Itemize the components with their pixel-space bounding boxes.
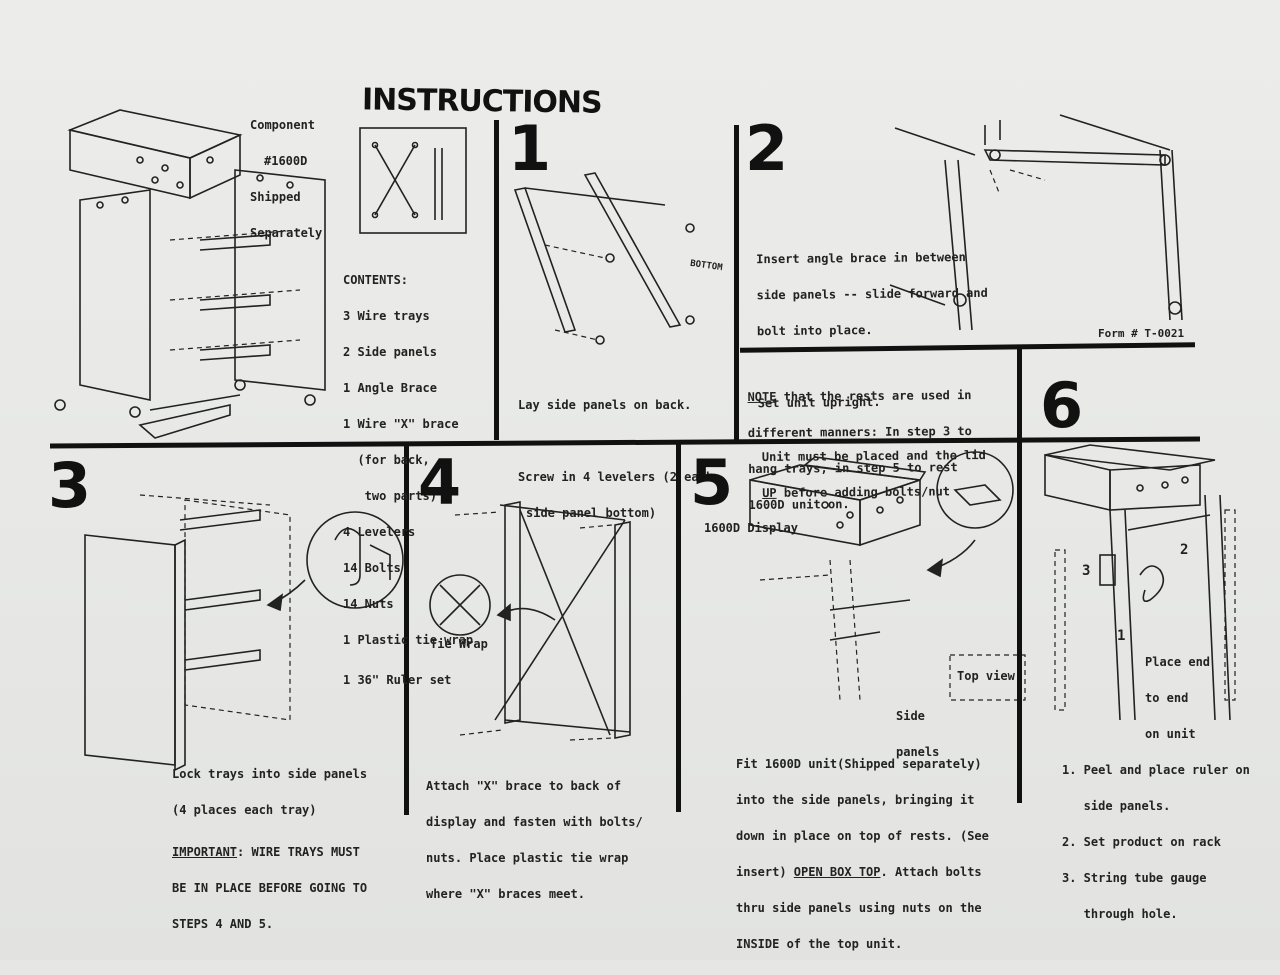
open-box-top: OPEN BOX TOP xyxy=(794,865,881,879)
display-label: 1600D Display xyxy=(704,522,798,534)
step-3-important: IMPORTANT: WIRE TRAYS MUST xyxy=(172,846,367,858)
step-6-callout-2: 2 xyxy=(1180,544,1188,556)
important-line: : WIRE TRAYS MUST xyxy=(237,845,360,859)
step-5-line: Fit 1600D unit(Shipped separately) xyxy=(736,758,989,770)
callout-line: #1600D xyxy=(250,155,322,167)
step-3-number: 3 xyxy=(48,455,89,517)
step-6-line: 1. Peel and place ruler on xyxy=(1062,764,1250,776)
step-4-number: 4 xyxy=(418,452,459,514)
contents-item: 4 Levelers xyxy=(343,526,473,538)
step-1-line xyxy=(518,435,713,447)
callout-line: Component xyxy=(250,119,322,131)
contents-item: 1 Wire "X" brace xyxy=(343,418,473,430)
divider-vertical-2 xyxy=(734,125,739,440)
contents-item: 1 36" Ruler set xyxy=(343,674,473,686)
step-6-line: side panels. xyxy=(1062,800,1250,812)
component-callout: Component #1600D Shipped Separately xyxy=(250,95,322,263)
top-view-label: Top view xyxy=(957,670,1015,682)
placement-line: UP before adding bolts/nut xyxy=(762,485,986,499)
step-6-line: 3. String tube gauge xyxy=(1062,872,1250,884)
place-end-line: to end xyxy=(1145,692,1210,704)
important-line: STEPS 4 AND 5. xyxy=(172,918,367,930)
step-1-text: Lay side panels on back. Screw in 4 leve… xyxy=(518,375,713,543)
step-5-number: 5 xyxy=(690,452,731,514)
step-1-line: Screw in 4 levelers (2 each xyxy=(518,471,713,483)
step-2-line: bolt into place. xyxy=(757,323,988,337)
divider-vertical-1 xyxy=(494,120,499,440)
step-2-number: 2 xyxy=(745,118,786,180)
step-4-line: display and fasten with bolts/ xyxy=(426,816,643,828)
step-6-list: 1. Peel and place ruler on side panels. … xyxy=(1062,740,1250,944)
contents-heading: CONTENTS: xyxy=(343,274,473,286)
step-5-line: thru side panels using nuts on the xyxy=(736,902,989,914)
step-4-line: nuts. Place plastic tie wrap xyxy=(426,852,643,864)
step-1-line: side panel bottom) xyxy=(518,507,713,519)
tie-wrap-label: Tie Wrap xyxy=(430,638,488,650)
step-3-line: Lock trays into side panels xyxy=(172,768,367,780)
step-4-line: where "X" braces meet. xyxy=(426,888,643,900)
placement-line: Unit must be placed and the lid xyxy=(762,449,986,463)
callout-line: Separately xyxy=(250,227,322,239)
contents-item: 1 Angle Brace xyxy=(343,382,473,394)
place-end-line: Place end xyxy=(1145,656,1210,668)
form-number: Form # T-0021 xyxy=(1098,328,1184,340)
step-5-insert: insert) xyxy=(736,865,794,879)
divider-vertical-5 xyxy=(1017,348,1022,803)
contents-item: 14 Nuts xyxy=(343,598,473,610)
placement-text: Unit must be placed and the lid UP befor… xyxy=(762,425,987,523)
step-6-number: 6 xyxy=(1040,375,1081,437)
step-5-line: into the side panels, bringing it xyxy=(736,794,989,806)
callout-line: Shipped xyxy=(250,191,322,203)
side-panels-line: Side xyxy=(896,710,939,722)
step-6-line: 2. Set product on rack xyxy=(1062,836,1250,848)
note-line-text: that the rests are used in xyxy=(776,388,971,404)
step-2-line: Insert angle brace in between xyxy=(756,251,987,265)
step-5-attach: . Attach bolts xyxy=(881,865,982,879)
x-brace-illustration xyxy=(360,128,466,233)
page-title: INSTRUCTIONS xyxy=(362,82,602,120)
place-end-line: on unit xyxy=(1145,728,1210,740)
step-1-number: 1 xyxy=(508,118,549,180)
contents-item: 2 Side panels xyxy=(343,346,473,358)
step-3-line: (4 places each tray) xyxy=(172,804,367,816)
important-line: BE IN PLACE BEFORE GOING TO xyxy=(172,882,367,894)
step-1-line: Lay side panels on back. xyxy=(518,399,713,411)
note-lead: NOTE xyxy=(747,390,776,404)
step-4-line: Attach "X" brace to back of xyxy=(426,780,643,792)
step-6-line: through hole. xyxy=(1062,908,1250,920)
step-5-line: INSIDE of the top unit. xyxy=(736,938,989,950)
step-2-line: side panels -- slide forward and xyxy=(757,287,988,301)
contents-item: 3 Wire trays xyxy=(343,310,473,322)
step-6-callout-3: 3 xyxy=(1082,565,1090,577)
component-box-illustration xyxy=(70,110,240,198)
step-5-text: Fit 1600D unit(Shipped separately) into … xyxy=(736,734,989,974)
step-3-text: Lock trays into side panels (4 places ea… xyxy=(172,744,367,954)
placement-up: UP xyxy=(762,486,777,500)
step-4-text: Attach "X" brace to back of display and … xyxy=(426,756,643,924)
contents-item: 14 Bolts xyxy=(343,562,473,574)
important-lead: IMPORTANT xyxy=(172,845,237,859)
placement-rest: before adding bolts/nut xyxy=(777,484,951,500)
note-line: NOTE that the rests are used in xyxy=(747,389,971,403)
step-5-line: insert) OPEN BOX TOP. Attach bolts xyxy=(736,866,989,878)
step1-panels-illustration xyxy=(515,173,694,344)
step-6-callout-1: 1 xyxy=(1117,630,1125,642)
step-5-line: down in place on top of rests. (See xyxy=(736,830,989,842)
